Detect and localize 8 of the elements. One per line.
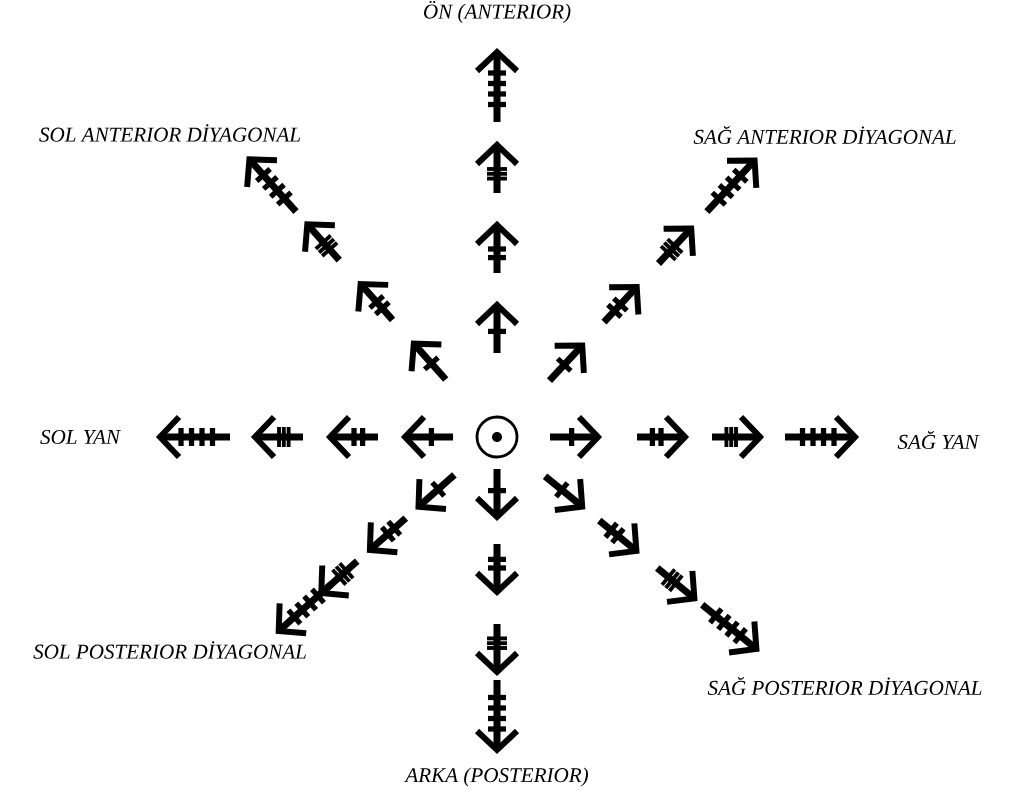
- direction-label: SAĞ POSTERIOR DİYAGONAL: [707, 676, 982, 695]
- direction-label: SAĞ YAN: [897, 430, 980, 449]
- direction-label: SOL YAN: [40, 429, 121, 445]
- direction-label: SAĞ ANTERIOR DİYAGONAL: [693, 125, 956, 144]
- direction-label: SOL ANTERIOR DİYAGONAL: [39, 124, 301, 142]
- direction-label: SOL POSTERIOR DİYAGONAL: [33, 641, 306, 659]
- direction-label: ARKA (POSTERIOR): [404, 767, 588, 787]
- direction-label: ÖN (ANTERIOR): [424, 1, 571, 23]
